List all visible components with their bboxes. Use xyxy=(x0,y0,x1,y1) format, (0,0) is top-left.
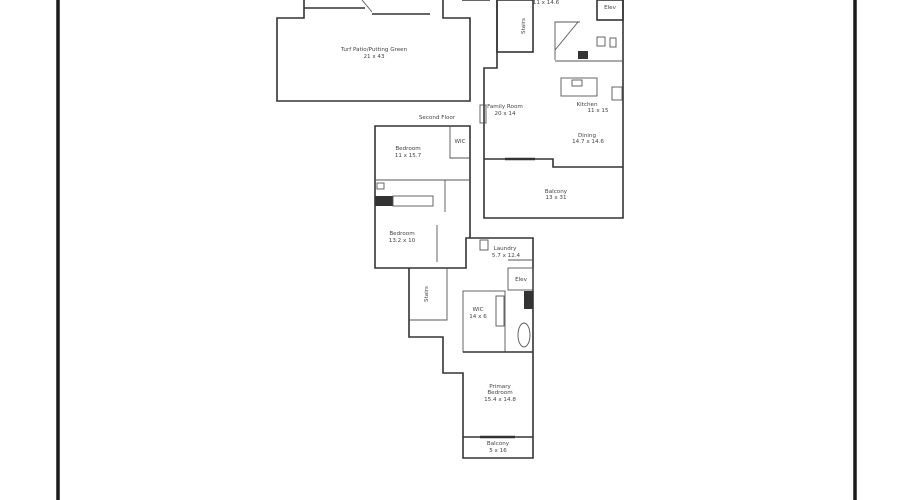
toilet xyxy=(376,182,385,190)
first-floor-main: Stairs 11 x 14.6 Elev Family Room 20 x 1… xyxy=(462,0,624,219)
kitchen-island xyxy=(560,77,598,97)
turf-patio: Turf Patio/Putting Green 21 x 43 xyxy=(276,0,471,102)
wic xyxy=(462,290,506,353)
room-name: WIC xyxy=(472,307,483,313)
room-size: 14.7 x 14.6 xyxy=(572,139,604,145)
stairs-label: Stairs xyxy=(424,286,430,302)
room-name: Family Room xyxy=(487,104,523,110)
room-size: 11 x 14.6 xyxy=(533,0,560,6)
cooktop xyxy=(578,51,588,59)
toilet xyxy=(609,37,617,48)
room-name: Bedroom xyxy=(487,390,512,396)
room-size: 15.4 x 14.8 xyxy=(484,397,516,403)
room-name: Primary xyxy=(489,384,511,390)
room-size: 11 x 15 xyxy=(587,108,609,114)
room-name: Turf Patio/Putting Green xyxy=(340,47,408,53)
room-size: 5.7 x 12.4 xyxy=(492,253,521,259)
room-size: 13.2 x 10 xyxy=(389,238,416,244)
room-name: Laundry xyxy=(494,246,517,252)
room-size: 11 x 15.7 xyxy=(395,153,422,159)
room-size: 13 x 31 xyxy=(545,195,567,201)
room-name: Kitchen xyxy=(576,102,597,108)
elevator xyxy=(596,0,624,21)
room-name: Dining xyxy=(578,133,597,139)
island-sink xyxy=(571,79,583,87)
bathtub xyxy=(517,322,531,348)
room-name: Bedroom xyxy=(395,146,420,152)
room-name: WIC xyxy=(454,139,465,145)
washer xyxy=(479,239,489,251)
room-size: 14 x 6 xyxy=(469,314,487,320)
room-name: Balcony xyxy=(545,189,568,195)
shower xyxy=(375,196,393,206)
elevator xyxy=(507,267,534,291)
stairs-label: Stairs xyxy=(521,18,527,34)
vanity xyxy=(495,295,505,327)
room-name: Bedroom xyxy=(389,231,414,237)
room-size: 20 x 14 xyxy=(494,111,516,117)
floor-label: Second Floor xyxy=(419,115,456,121)
room-size: 5 x 16 xyxy=(489,448,507,454)
elevator-label: Elev xyxy=(604,5,617,11)
room-size: 21 x 43 xyxy=(363,54,385,60)
stairs xyxy=(496,0,534,53)
second-floor: Bedroom 11 x 15.7 WIC Bedroom 13.2 x 10 … xyxy=(374,125,534,459)
vanity xyxy=(392,195,434,207)
sink xyxy=(596,36,606,47)
elevator-label: Elev xyxy=(515,277,528,283)
fireplace xyxy=(479,104,487,124)
fridge xyxy=(611,86,623,101)
shower xyxy=(524,291,533,309)
room-name: Balcony xyxy=(487,441,510,447)
